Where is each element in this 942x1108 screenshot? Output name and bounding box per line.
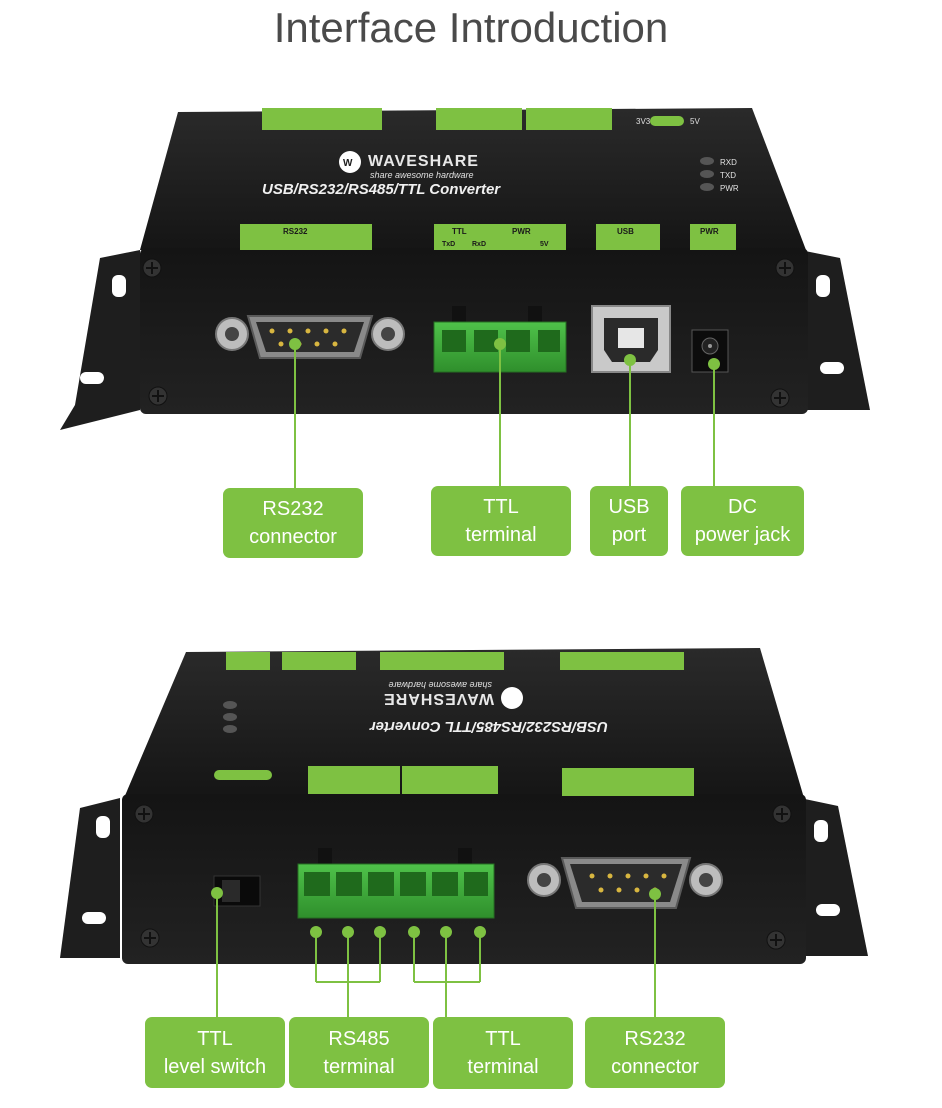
svg-text:RS232: RS232: [283, 227, 308, 236]
flange-slot: [814, 820, 828, 842]
svg-text:WAVESHARE: WAVESHARE: [383, 690, 494, 707]
callout-ttl-terminal: TTL terminal: [433, 1017, 573, 1089]
callout-line2: connector: [611, 1055, 699, 1078]
brand-name: WAVESHARE: [368, 153, 479, 170]
svg-text:PWR: PWR: [700, 227, 719, 236]
callout-rs232-connector: RS232 connector: [223, 488, 363, 558]
callout-line1: RS232: [624, 1027, 686, 1050]
waveshare-logo-icon: [339, 151, 361, 173]
callout-line1: RS485: [328, 1027, 390, 1050]
callout-line2: level switch: [163, 1055, 267, 1078]
silk-rs232-front: [240, 224, 372, 250]
svg-text:RXD: RXD: [720, 158, 737, 167]
silk-rs232-back: [262, 108, 382, 130]
callout-usb-port: USB port: [590, 486, 668, 556]
silk-usb-front: [596, 224, 660, 250]
rs232-db9-connector: [215, 315, 405, 359]
flange-slot: [82, 912, 106, 924]
svg-text:TxD: TxD: [442, 241, 455, 248]
screw-icon: [772, 804, 792, 824]
svg-text:TTL: TTL: [452, 227, 467, 236]
flange-slot: [96, 816, 110, 838]
callout-line2: terminal: [465, 524, 537, 546]
silk-rs485-front: [308, 766, 400, 794]
screw-icon: [134, 804, 154, 824]
flange-left: [60, 250, 140, 430]
logo-glyph: W: [343, 158, 353, 169]
silk-ttl-back: [436, 108, 522, 130]
led-indicators: RXD TXD PWR: [700, 157, 739, 193]
device-top-surface: [124, 648, 804, 798]
screw-icon: [142, 258, 162, 278]
usb-b-port: [591, 305, 671, 373]
flange-slot: [820, 362, 844, 374]
silk-rs232-front: [562, 768, 694, 796]
callout-line1: TTL: [197, 1027, 233, 1050]
voltage-low-label: 3V3: [636, 117, 651, 126]
callout-lines-top: [289, 338, 720, 488]
svg-text:TXD: TXD: [720, 171, 736, 180]
device-top-view: 3V3 5V W WAVESHARE share awesome hardwar…: [60, 108, 870, 488]
screw-icon: [770, 388, 790, 408]
svg-text:RxD: RxD: [472, 241, 486, 248]
model-name: USB/RS232/RS485/TTL Converter: [262, 181, 501, 198]
callout-line1: DC: [728, 496, 757, 518]
device-top-surface: [140, 108, 806, 250]
svg-text:USB/RS232/RS485/TTL Converter: USB/RS232/RS485/TTL Converter: [369, 718, 608, 735]
callout-line1: TTL: [485, 1028, 521, 1050]
flange-slot: [816, 275, 830, 297]
callout-line2: power jack: [694, 524, 791, 546]
flange-slot: [80, 372, 104, 384]
voltage-high-label: 5V: [690, 117, 700, 126]
voltage-switch-silk: [650, 116, 684, 126]
silk-ttl-pwr-front: [434, 224, 566, 250]
voltage-switch-silk: [214, 770, 272, 780]
brand-slogan: share awesome hardware: [370, 170, 474, 180]
callout-rs232-connector: RS232 connector: [585, 1017, 725, 1088]
callout-line2: terminal: [323, 1055, 395, 1078]
flange-left: [60, 798, 120, 958]
callout-line2: port: [611, 524, 647, 546]
callout-line1: TTL: [483, 496, 519, 518]
callout-line2: connector: [249, 526, 337, 548]
flange-right: [800, 798, 868, 956]
silk-ttl-front: [402, 766, 498, 794]
led-indicators: [223, 701, 237, 733]
callout-rs485-terminal: RS485 terminal: [289, 1017, 429, 1088]
screw-icon: [766, 930, 786, 950]
callout-line2: terminal: [467, 1056, 539, 1078]
callout-ttl-level-switch: TTL level switch: [145, 1017, 285, 1088]
svg-text:PWR: PWR: [720, 184, 739, 193]
silk-rs232-back: [560, 652, 684, 670]
silk-usb-back: [282, 652, 356, 670]
screw-icon: [148, 386, 168, 406]
callout-line1: USB: [608, 496, 650, 518]
device-bottom-view: USB/RS232/RS485/TTL Converter WAVESHARE …: [60, 648, 868, 1018]
callout-lines-bottom: [211, 887, 661, 1018]
silk-rs485-back: [526, 108, 612, 130]
callout-dc-power-jack: DC power jack: [681, 486, 804, 556]
svg-text:PWR: PWR: [512, 227, 531, 236]
silk-pwr-front: [690, 224, 736, 250]
page-title: Interface Introduction: [273, 4, 669, 51]
flange-slot: [816, 904, 840, 916]
flange-slot: [112, 275, 126, 297]
branding-upside-down: USB/RS232/RS485/TTL Converter WAVESHARE …: [369, 680, 608, 735]
silk-pwr-back: [226, 652, 270, 670]
callout-line1: RS232: [262, 498, 324, 520]
svg-text:5V: 5V: [540, 241, 549, 248]
silk-ttl-pwr-back: [380, 652, 504, 670]
svg-text:USB: USB: [617, 227, 634, 236]
svg-text:share awesome hardware: share awesome hardware: [388, 680, 492, 690]
screw-icon: [140, 928, 160, 948]
flange-right: [800, 250, 870, 410]
rs485-ttl-terminal-block: [297, 848, 495, 919]
callout-ttl-terminal: TTL terminal: [431, 486, 571, 556]
screw-icon: [775, 258, 795, 278]
